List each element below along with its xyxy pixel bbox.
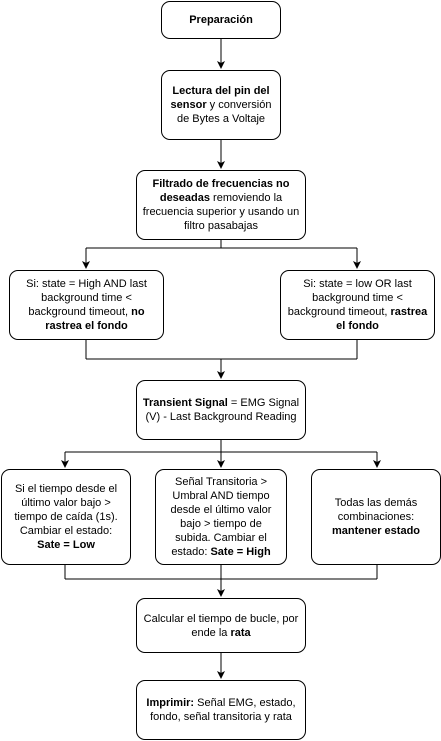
connector-filtrado-split [86,240,357,249]
text-segment: rata [230,626,251,639]
text-segment: y conversión de Bytes a Voltaje [176,99,272,125]
node-condicion-rastrea: Si: state = low OR last background time … [280,270,435,340]
text-segment: Señal EMG, estado, fondo, señal transito… [150,697,296,723]
text-segment: Transient Signal [142,397,228,409]
node-lectura-sensor-text: Lectura del pin del sensor y conversión … [167,84,275,126]
node-transient-signal-text: Transient Signal = EMG Signal (V) - Last… [142,396,300,424]
node-estado-high-text: Señal Transitoria > Umbral AND tiempo de… [161,475,281,559]
node-estado-high: Señal Transitoria > Umbral AND tiempo de… [155,469,287,565]
text-segment: Sate = Low [37,539,95,551]
connector-estado-merge [64,565,378,580]
node-mantener-estado-text: Todas las demás combinaciones: mantener … [317,496,435,538]
node-filtrado-frecuencias: Filtrado de frecuencias no deseadas remo… [136,170,306,240]
text-segment: rastrea el fondo [336,306,428,332]
connector-cond-merge [85,340,358,378]
node-estado-low-text: Si el tiempo desde el último valor bajo … [7,482,125,552]
node-condicion-rastrea-text: Si: state = low OR last background time … [286,277,429,333]
text-segment: Lectura del pin del sensor [170,85,270,111]
text-segment: = EMG Signal (V) - Last Background Readi… [145,397,300,423]
text-segment: Si: state = High AND last background tim… [26,278,147,318]
text-segment: Señal Transitoria > Umbral AND tiempo de… [170,476,272,558]
node-condicion-no-rastrea: Si: state = High AND last background tim… [9,270,164,340]
connector-transient-split [65,440,377,453]
text-segment: Si: state = low OR last background time … [287,278,412,318]
node-filtrado-frecuencias-text: Filtrado de frecuencias no deseadas remo… [142,177,300,233]
node-mantener-estado: Todas las demás combinaciones: mantener … [311,469,441,565]
node-preparacion: Preparación [161,1,281,39]
text-segment: Calcular el tiempo de bucle, por ende la [143,612,299,639]
text-segment: Imprimir: [146,697,195,709]
node-calcular-rata-text: Calcular el tiempo de bucle, por ende la… [142,612,300,640]
text-segment: no rastrea el fondo [45,306,145,332]
node-calcular-rata: Calcular el tiempo de bucle, por ende la… [136,598,306,653]
node-condicion-no-rastrea-text: Si: state = High AND last background tim… [15,277,158,333]
node-transient-signal: Transient Signal = EMG Signal (V) - Last… [136,380,306,440]
node-preparacion-text: Preparación [189,13,253,27]
text-segment: Todas las demás combinaciones: [334,497,418,523]
text-segment: Preparación [189,14,253,26]
node-lectura-sensor: Lectura del pin del sensor y conversión … [161,70,281,140]
text-segment: mantener estado [331,525,421,537]
node-imprimir-text: Imprimir: Señal EMG, estado, fondo, seña… [142,696,300,724]
node-imprimir: Imprimir: Señal EMG, estado, fondo, seña… [136,680,306,740]
text-segment: removiendo la frecuencia superior y usan… [142,192,300,232]
text-segment: Filtrado de frecuencias no deseadas [152,178,290,204]
text-segment: Si el tiempo desde el último valor bajo … [14,483,118,537]
node-estado-low: Si el tiempo desde el último valor bajo … [1,469,131,565]
text-segment: Sate = High [210,546,271,558]
